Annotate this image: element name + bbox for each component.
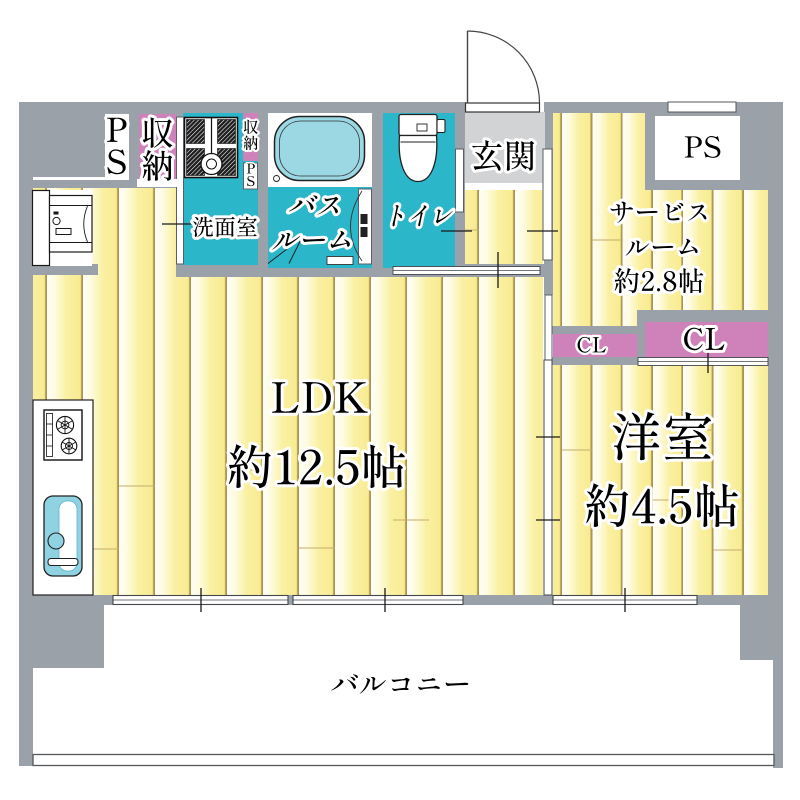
- toilet-button: [416, 123, 428, 132]
- bathroom: [267, 113, 372, 268]
- bathtub-inner-line: [279, 120, 360, 177]
- wall-right-block: [740, 595, 783, 660]
- wall-kitchen-block: [19, 595, 104, 668]
- bathtub-drain: [273, 175, 280, 182]
- wall-right: [768, 102, 783, 660]
- sink-faucet-base: [47, 532, 65, 550]
- wall-svc-cl-mid: [637, 310, 645, 365]
- toilet-handle: [436, 118, 446, 134]
- hallway-doors: [392, 148, 558, 288]
- label-storage-topleft-2: [143, 150, 172, 181]
- balcony: [32, 753, 775, 767]
- bath-door-panel: [358, 188, 372, 265]
- washer-drain-inner: [206, 158, 217, 170]
- entrance-door-sill: [464, 102, 541, 113]
- bathtub: [273, 115, 366, 182]
- label-washroom: [193, 216, 257, 236]
- label-storage-small-1: [244, 120, 258, 134]
- label-storage-topleft-1: [143, 117, 173, 147]
- entrance-door-arc: [467, 30, 541, 104]
- topleft-counter-line: [33, 177, 105, 180]
- bath-door-handle-2: [360, 227, 368, 237]
- wall-left-stub: [33, 264, 98, 275]
- appliance-detail-2: [52, 216, 61, 226]
- hall-door-left: [455, 148, 464, 213]
- divider-door-upper: [544, 294, 553, 361]
- sink-faucet-lever: [47, 557, 79, 567]
- washroom: [162, 113, 258, 265]
- washroom-door: [176, 116, 184, 265]
- wall-svc-cl-left-bottom: [545, 357, 637, 365]
- hall-door-right: [542, 148, 553, 261]
- label-storage-small-2: [244, 135, 258, 149]
- appliance-arc: [83, 205, 88, 243]
- label-ps-topleft-s: [107, 149, 125, 174]
- appliance-tall-unit: [31, 189, 51, 267]
- washer-corner-tl: [186, 119, 205, 144]
- entrance-step: [465, 183, 545, 190]
- washer-corner-tr: [217, 119, 236, 144]
- balcony-rail: [32, 753, 775, 767]
- wall-svc-cl-left-top: [545, 326, 637, 334]
- bath-step: [326, 256, 354, 265]
- wall-svc-bottom: [637, 310, 768, 322]
- appliance-detail-1: [53, 211, 59, 215]
- kitchen: [32, 399, 94, 596]
- label-balcony: [331, 674, 468, 693]
- wall-right-lower: [773, 660, 783, 768]
- room-divider: [536, 294, 560, 596]
- bath-door-handle-1: [360, 214, 368, 224]
- label-ps-topright: [685, 136, 721, 158]
- ps-topright-notch: [667, 101, 737, 113]
- label-ps-small-s: [245, 174, 257, 188]
- appliance-detail-3: [55, 228, 72, 235]
- toilet-room: [383, 113, 455, 268]
- stove-burner-2: [60, 437, 78, 455]
- left-appliance: [31, 189, 93, 267]
- stove-burner-1: [55, 415, 75, 435]
- divider-partition: [543, 359, 553, 596]
- toilet-bowl: [398, 134, 438, 183]
- windows: [112, 588, 698, 612]
- bath-door-arc: [350, 190, 363, 262]
